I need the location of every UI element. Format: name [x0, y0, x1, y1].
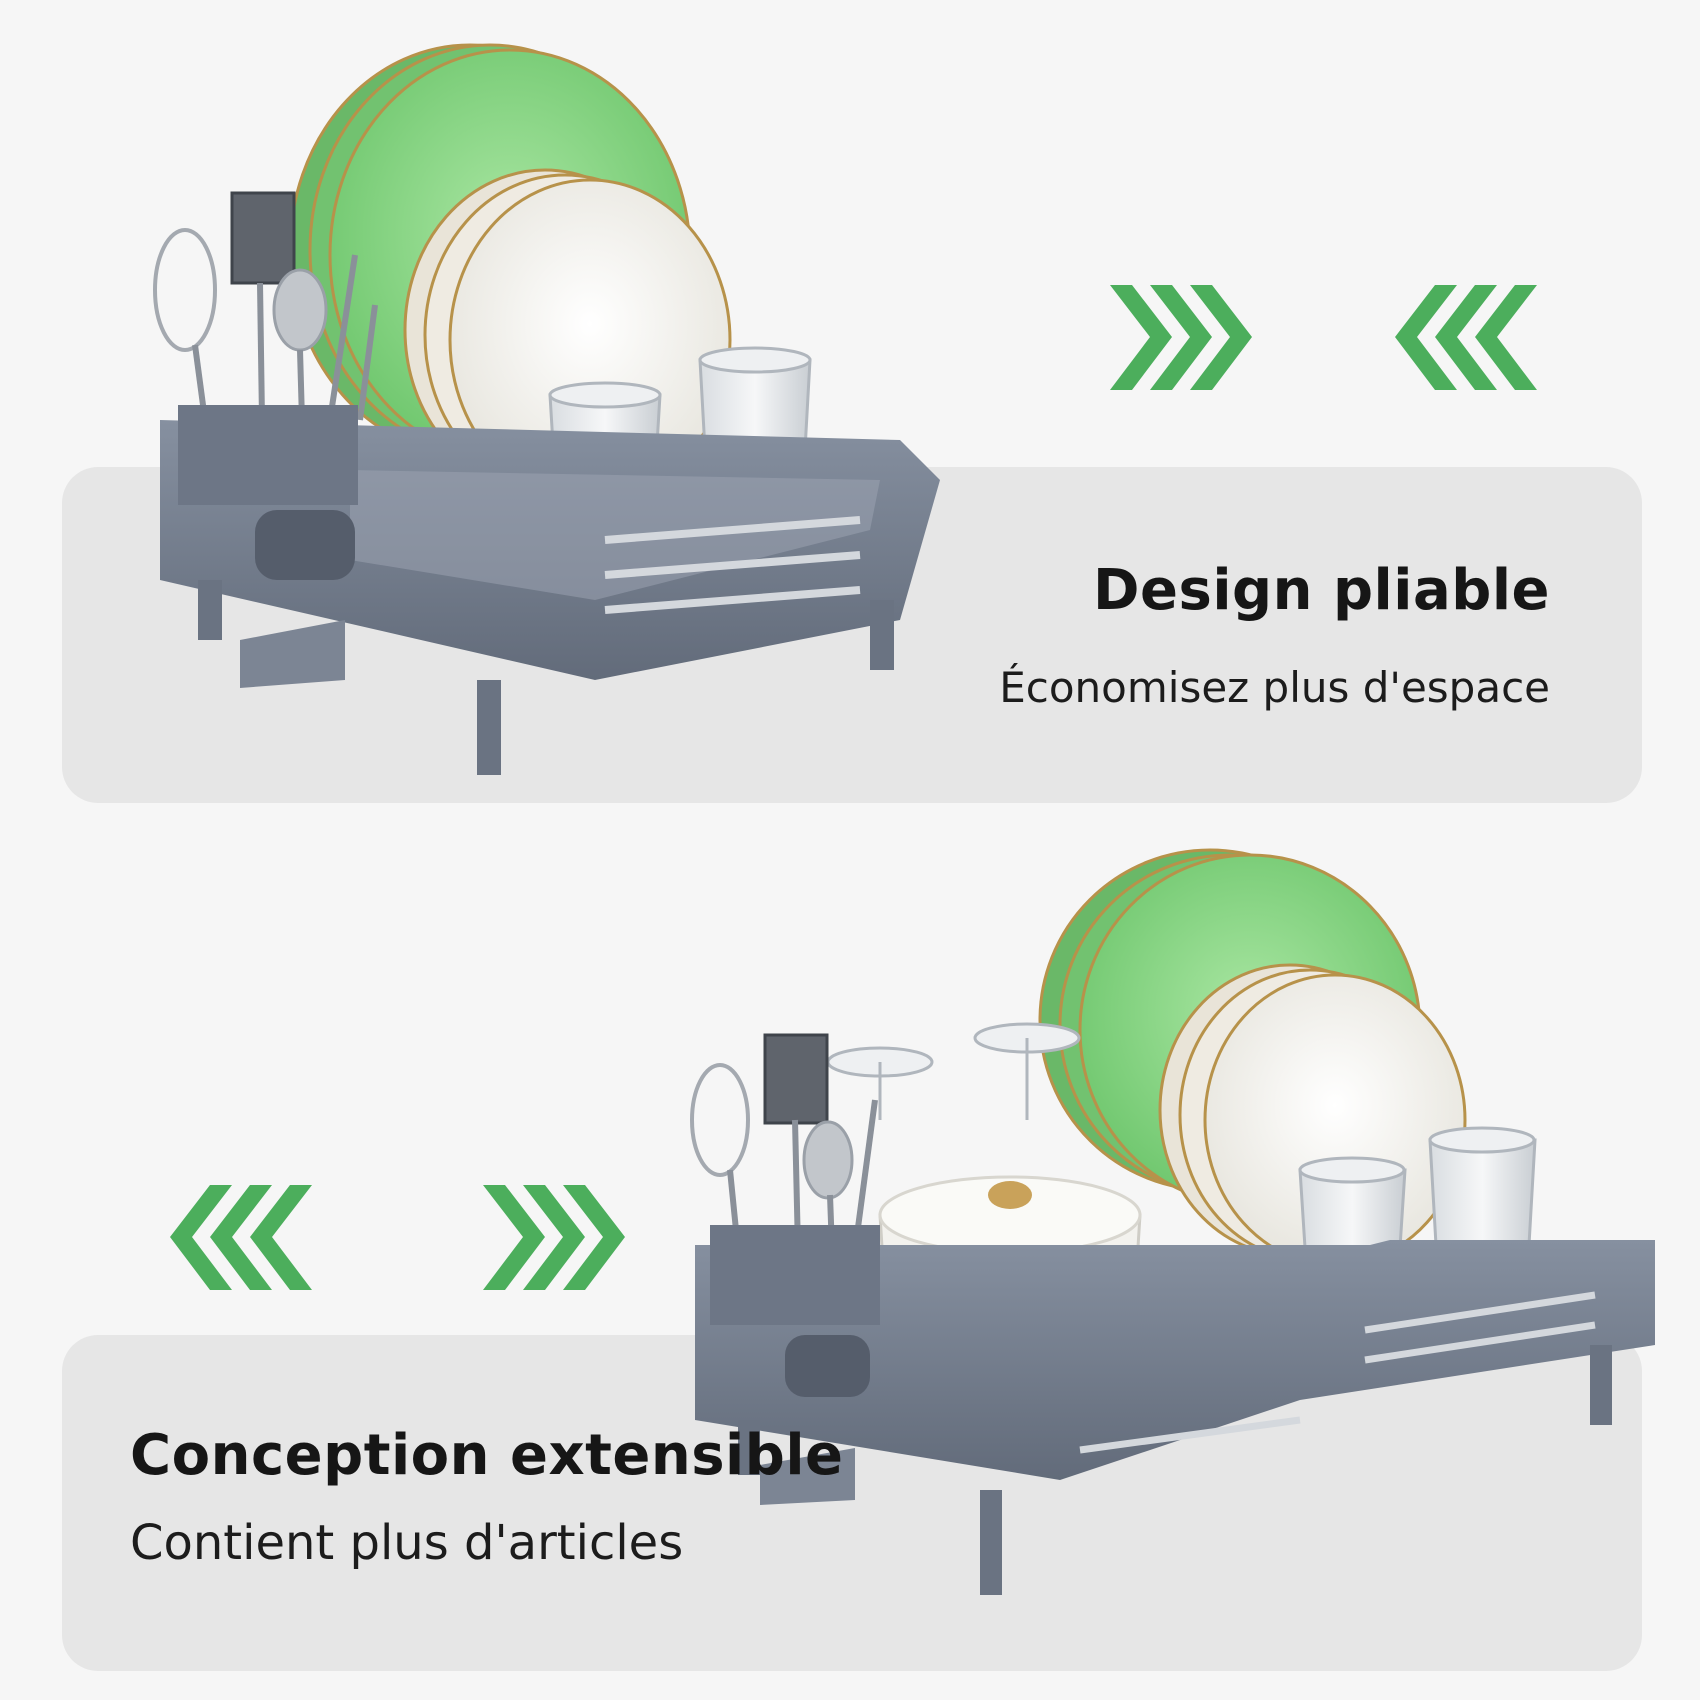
feature-title-extendable: Conception extensible — [130, 1423, 844, 1488]
dish-rack-extended — [690, 848, 1655, 1595]
dish-rack-compact — [153, 43, 940, 775]
feature-title-foldable: Design pliable — [1093, 558, 1550, 623]
chevrons-right-icon — [1110, 285, 1252, 390]
wine-glasses — [826, 1022, 1081, 1120]
chevrons-left-icon — [1395, 285, 1537, 390]
feature-subtitle-foldable: Économisez plus d'espace — [999, 663, 1550, 712]
feature-subtitle-extendable: Contient plus d'articles — [130, 1515, 684, 1571]
chevrons-right-icon — [483, 1185, 625, 1290]
rack-body — [695, 1225, 1655, 1595]
chevrons-left-icon — [170, 1185, 312, 1290]
rack-body — [160, 405, 940, 775]
